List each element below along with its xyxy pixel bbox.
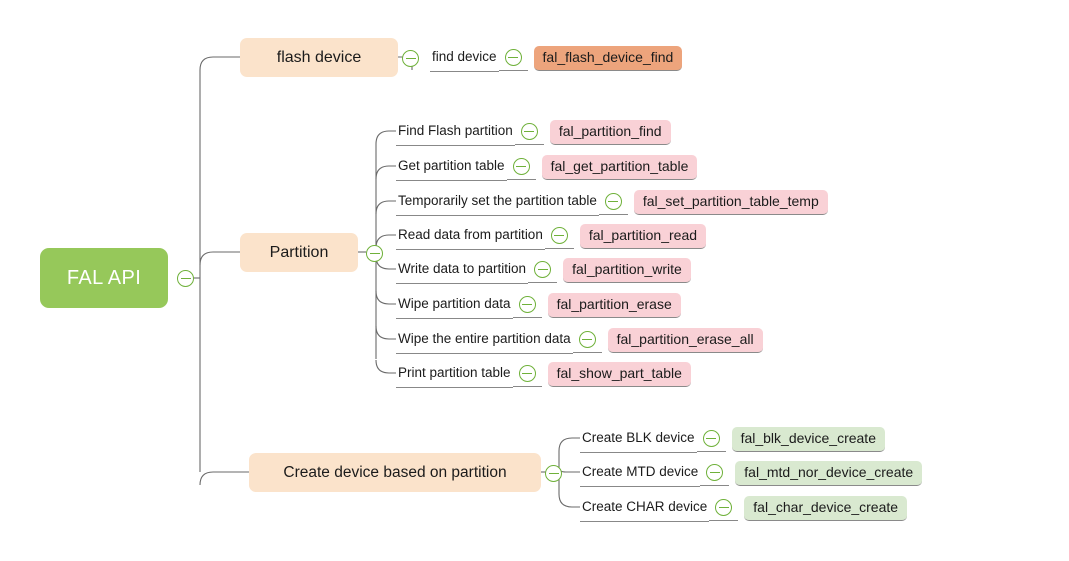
api-badge-fal-partition-erase[interactable]: fal_partition_erase — [547, 292, 681, 318]
collapse-minus-icon-wipe-the-entire-partition-data[interactable] — [578, 331, 596, 348]
toggle-container — [514, 120, 544, 145]
leaf-label: Write data to partition — [396, 257, 529, 284]
branch-node-flash-device[interactable]: flash device — [240, 38, 398, 77]
toggle-container — [512, 293, 542, 318]
collapse-minus-icon-wipe-partition-data[interactable] — [518, 296, 536, 313]
root-node-fal-api[interactable]: FAL API — [40, 248, 168, 308]
leaf-label: find device — [430, 45, 499, 72]
leaf-print-partition-table[interactable]: Print partition table fal_show_part_tabl… — [396, 361, 691, 388]
api-badge-fal-partition-read[interactable]: fal_partition_read — [579, 223, 707, 249]
api-badge-fal-flash-device-find[interactable]: fal_flash_device_find — [533, 45, 683, 71]
collapse-minus-icon-create-char-device[interactable] — [715, 499, 733, 516]
api-badge-fal-mtd-nor-device-create[interactable]: fal_mtd_nor_device_create — [735, 460, 923, 486]
leaf-temporarily-set-the-partition-table[interactable]: Temporarily set the partition table fal_… — [396, 189, 828, 216]
leaf-get-partition-table[interactable]: Get partition table fal_get_partition_ta… — [396, 154, 698, 181]
leaf-wipe-partition-data[interactable]: Wipe partition data fal_partition_erase — [396, 292, 681, 319]
api-badge-fal-partition-find[interactable]: fal_partition_find — [549, 119, 671, 145]
collapse-minus-icon-flash-device[interactable] — [402, 50, 419, 67]
collapse-minus-icon-create-device[interactable] — [545, 465, 562, 482]
api-badge-fal-blk-device-create[interactable]: fal_blk_device_create — [731, 426, 885, 452]
collapse-minus-icon-print-partition-table[interactable] — [518, 365, 536, 382]
api-badge-fal-partition-erase-all[interactable]: fal_partition_erase_all — [607, 327, 763, 353]
toggle-container — [696, 427, 726, 452]
collapse-minus-icon-find-device[interactable] — [504, 49, 522, 66]
api-badge-fal-get-partition-table[interactable]: fal_get_partition_table — [541, 154, 698, 180]
collapse-minus-icon-write-data-to-partition[interactable] — [534, 261, 552, 278]
branch-node-label: Create device based on partition — [283, 463, 507, 481]
collapse-minus-icon-create-blk-device[interactable] — [702, 430, 720, 447]
toggle-container — [512, 362, 542, 387]
api-badge-fal-show-part-table[interactable]: fal_show_part_table — [547, 361, 691, 387]
branch-node-label: flash device — [276, 48, 362, 66]
collapse-minus-icon-find-flash-partition[interactable] — [520, 123, 538, 140]
leaf-find-flash-partition[interactable]: Find Flash partition fal_partition_find — [396, 119, 671, 146]
branch-node-label: Partition — [269, 243, 329, 261]
collapse-minus-icon-read-data-from-partition[interactable] — [550, 227, 568, 244]
api-badge-fal-set-partition-table-temp[interactable]: fal_set_partition_table_temp — [633, 189, 828, 215]
collapse-minus-icon-get-partition-table[interactable] — [512, 158, 530, 175]
collapse-minus-icon-partition[interactable] — [366, 245, 383, 262]
leaf-label: Get partition table — [396, 154, 507, 181]
toggle-container — [709, 496, 739, 521]
root-node-label: FAL API — [66, 266, 142, 289]
branch-node-partition[interactable]: Partition — [240, 233, 358, 272]
toggle-container — [498, 46, 528, 71]
collapse-minus-icon-create-mtd-device[interactable] — [706, 464, 724, 481]
branch-node-create-device-based-on-partition[interactable]: Create device based on partition — [249, 453, 541, 492]
leaf-write-data-to-partition[interactable]: Write data to partition fal_partition_wr… — [396, 257, 691, 284]
leaf-label: Wipe partition data — [396, 292, 513, 319]
leaf-label: Create CHAR device — [580, 495, 710, 522]
api-badge-fal-char-device-create[interactable]: fal_char_device_create — [744, 495, 908, 521]
toggle-container — [700, 461, 730, 486]
leaf-wipe-the-entire-partition-data[interactable]: Wipe the entire partition data fal_parti… — [396, 327, 763, 354]
toggle-container — [506, 155, 536, 180]
collapse-minus-icon-temporarily-set-the-partition-table[interactable] — [604, 193, 622, 210]
leaf-label: Create MTD device — [580, 460, 701, 487]
collapse-minus-icon-root[interactable] — [177, 270, 194, 287]
toggle-container — [572, 328, 602, 353]
leaf-label: Temporarily set the partition table — [396, 189, 599, 216]
toggle-container — [528, 258, 558, 283]
leaf-label: Wipe the entire partition data — [396, 327, 573, 354]
api-badge-fal-partition-write[interactable]: fal_partition_write — [563, 257, 691, 283]
toggle-container — [598, 190, 628, 215]
leaf-read-data-from-partition[interactable]: Read data from partition fal_partition_r… — [396, 223, 707, 250]
leaf-label: Read data from partition — [396, 223, 545, 250]
leaf-label: Find Flash partition — [396, 119, 515, 146]
leaf-find-device[interactable]: find device fal_flash_device_find — [430, 45, 683, 72]
leaf-label: Create BLK device — [580, 426, 697, 453]
leaf-create-blk-device[interactable]: Create BLK device fal_blk_device_create — [580, 426, 885, 453]
leaf-label: Print partition table — [396, 361, 513, 388]
leaf-create-char-device[interactable]: Create CHAR device fal_char_device_creat… — [580, 495, 908, 522]
toggle-container — [544, 224, 574, 249]
leaf-create-mtd-device[interactable]: Create MTD device fal_mtd_nor_device_cre… — [580, 460, 923, 487]
